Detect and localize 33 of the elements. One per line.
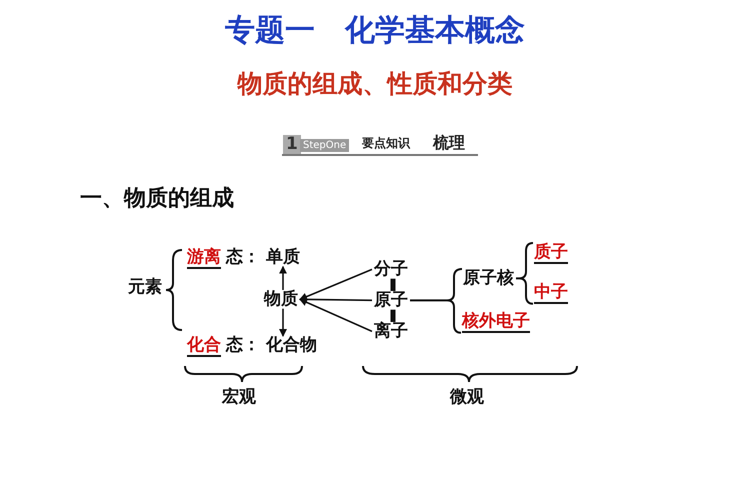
label: 宏观 [222,388,256,407]
arrow [299,295,372,304]
node-text: 分子 [374,260,408,279]
connector-line [390,278,396,291]
brace-connector [409,268,463,334]
label: 化合 [187,336,221,357]
banner-text: 要点知识 [362,137,410,150]
node-text: 原子 [374,291,408,310]
brace-connector [515,242,534,305]
label: 元素 [128,278,162,297]
banner-text: 梳理 [433,134,465,152]
step-badge: StepOne [300,139,350,152]
arrow [279,266,287,290]
arrow [299,298,372,332]
node-text: 核外电子 [462,312,530,333]
label: 游离 [187,248,221,269]
arrow [279,308,287,337]
node-text: 质子 [534,243,568,264]
label: 态： [226,248,260,267]
label: 微观 [450,388,484,407]
node-text: 原子核 [463,269,514,288]
section-heading: 一、物质的组成 [80,187,234,212]
node-text: 离子 [374,322,408,341]
subtitle: 物质的组成、性质和分类 [236,70,514,98]
arrow [299,268,372,300]
node-text: 单质 [266,248,300,267]
title: 专题一 化学基本概念 [224,14,526,47]
label: 态： [226,336,260,355]
node-text: 物质 [264,290,298,309]
node-text: 化合物 [266,336,317,355]
connector-line [390,310,396,322]
step-number: 1 [283,135,301,154]
node-text: 中子 [534,283,568,304]
